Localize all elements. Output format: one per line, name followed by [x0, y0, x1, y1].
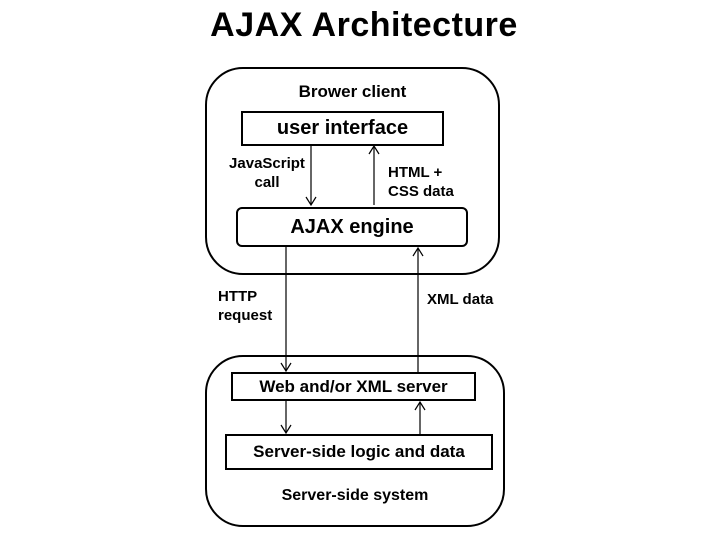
arrowhead-server-to-logic	[280, 424, 292, 435]
arrowhead-html-css	[368, 144, 380, 155]
xml-data-label: XML data	[427, 291, 494, 308]
javascript-call-label: JavaScript call	[222, 154, 312, 192]
html-css-line2: CSS data	[388, 183, 454, 200]
html-css-data-label: HTML + CSS data	[388, 163, 454, 201]
html-css-line1: HTML +	[388, 164, 443, 181]
arrowhead-http-request	[280, 362, 292, 373]
http-request-line1: HTTP	[218, 288, 258, 305]
user-interface-box: user interface	[241, 111, 444, 146]
web-xml-server-box: Web and/or XML server	[231, 372, 476, 401]
arrowhead-xml-data	[412, 246, 424, 257]
javascript-call-line2: call	[254, 174, 280, 191]
server-side-system-label: Server-side system	[281, 487, 429, 504]
ajax-engine-box: AJAX engine	[236, 207, 468, 247]
browser-client-label: Brower client	[298, 82, 407, 101]
http-request-line2: request	[218, 307, 273, 324]
diagram-title: AJAX Architecture	[210, 6, 518, 44]
server-side-group	[205, 355, 505, 527]
javascript-call-line1: JavaScript	[229, 155, 305, 172]
server-logic-box: Server-side logic and data	[225, 434, 493, 470]
http-request-label: HTTP request	[218, 287, 272, 325]
browser-client-group	[205, 67, 500, 275]
arrowhead-logic-to-server	[414, 400, 426, 411]
arrowhead-js-call	[305, 196, 317, 207]
